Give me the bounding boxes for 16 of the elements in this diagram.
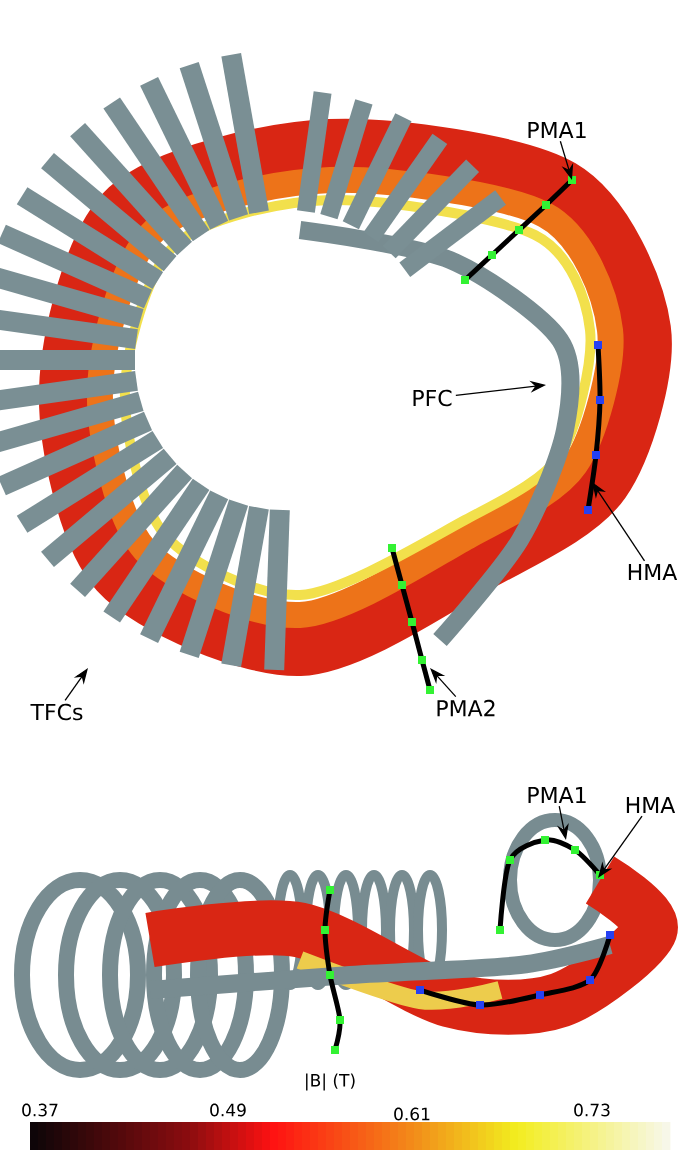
callout-label: PMA2: [437, 699, 495, 717]
callout-label: HMA: [626, 797, 676, 814]
tick-label: 0.37: [22, 1103, 58, 1117]
tick-label: 0.61: [394, 1107, 430, 1121]
leader-line: [598, 815, 643, 878]
leader-line: [64, 668, 88, 702]
tick-label: 0.49: [210, 1103, 246, 1117]
callout-label: PFC: [413, 389, 452, 407]
tick-label: 0.73: [574, 1103, 610, 1117]
callout-label: TFCs: [30, 703, 83, 721]
callout-label: PMA1: [528, 122, 586, 139]
axis-title: |B| (T): [306, 1073, 355, 1091]
leader-line: [592, 482, 646, 562]
callout-label: PMA1: [528, 787, 586, 804]
leader-line: [430, 668, 457, 698]
callout-label: HMA: [628, 564, 678, 581]
